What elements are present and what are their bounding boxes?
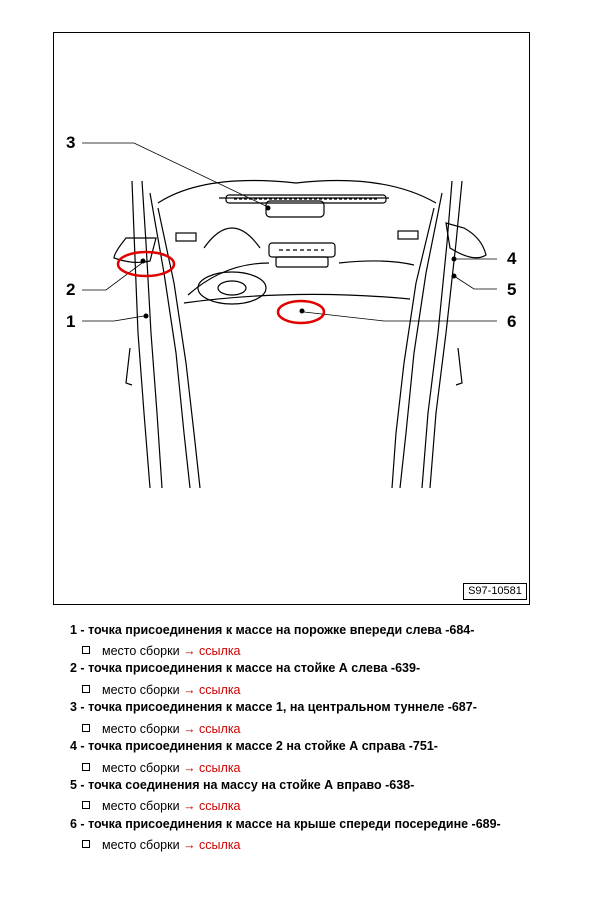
legend-text: точка присоединения к массе на стойке А … — [88, 661, 421, 675]
reference-link[interactable]: → ссылка — [183, 761, 241, 775]
callout-4: 4 — [507, 249, 517, 268]
legend-sub-5: место сборки → ссылка — [82, 798, 241, 814]
figure-code-text: S97-10581 — [468, 585, 522, 597]
legend-sub-1: место сборки → ссылка — [82, 643, 241, 659]
callout-2: 2 — [66, 280, 76, 299]
legend-item-3: 3 - точка присоединения к массе 1, на це… — [70, 699, 477, 715]
assembly-place-label: место сборки — [102, 644, 180, 658]
bullet-icon — [82, 801, 90, 809]
legend-number: 1 - — [70, 623, 85, 637]
reference-link[interactable]: → ссылка — [183, 838, 241, 852]
legend-sub-4: место сборки → ссылка — [82, 760, 241, 776]
legend-sub-6: место сборки → ссылка — [82, 837, 241, 853]
legend-text: точка присоединения к массе на порожке в… — [88, 623, 475, 637]
legend-text: точка присоединения к массе 2 на стойке … — [88, 739, 438, 753]
legend-number: 4 - — [70, 739, 85, 753]
assembly-place-label: место сборки — [102, 761, 180, 775]
bullet-icon — [82, 840, 90, 848]
highlight-ellipse-2 — [116, 250, 176, 278]
callout-5: 5 — [507, 280, 517, 299]
diagram-figure: 3 2 1 4 5 6 S97-10581 — [53, 32, 530, 605]
legend-item-1: 1 - точка присоединения к массе на порож… — [70, 622, 474, 638]
legend-sub-2: место сборки → ссылка — [82, 682, 241, 698]
legend-item-4: 4 - точка присоединения к массе 2 на сто… — [70, 738, 438, 754]
reference-link[interactable]: → ссылка — [183, 722, 241, 736]
car-interior-drawing — [82, 142, 497, 489]
bullet-icon — [82, 685, 90, 693]
legend-item-5: 5 - точка соединения на массу на стойке … — [70, 777, 414, 793]
assembly-place-label: место сборки — [102, 683, 180, 697]
reference-link[interactable]: → ссылка — [183, 644, 241, 658]
reference-link[interactable]: → ссылка — [183, 799, 241, 813]
assembly-place-label: место сборки — [102, 838, 180, 852]
legend-sub-3: место сборки → ссылка — [82, 721, 241, 737]
assembly-place-label: место сборки — [102, 799, 180, 813]
legend-item-2: 2 - точка присоединения к массе на стойк… — [70, 660, 420, 676]
legend-text: точка присоединения к массе на крыше спе… — [88, 817, 501, 831]
legend-item-6: 6 - точка присоединения к массе на крыше… — [70, 816, 501, 832]
legend-number: 3 - — [70, 700, 85, 714]
legend-number: 6 - — [70, 817, 85, 831]
highlight-ellipse-6 — [276, 299, 326, 325]
bullet-icon — [82, 646, 90, 654]
figure-code: S97-10581 — [463, 583, 527, 600]
callout-6: 6 — [507, 312, 517, 331]
legend-text: точка присоединения к массе 1, на центра… — [88, 700, 477, 714]
legend-number: 2 - — [70, 661, 85, 675]
callout-1: 1 — [66, 312, 76, 331]
bullet-icon — [82, 763, 90, 771]
assembly-place-label: место сборки — [102, 722, 180, 736]
callout-3: 3 — [66, 133, 76, 152]
legend-number: 5 - — [70, 778, 85, 792]
legend-text: точка соединения на массу на стойке А вп… — [88, 778, 415, 792]
reference-link[interactable]: → ссылка — [183, 683, 241, 697]
bullet-icon — [82, 724, 90, 732]
